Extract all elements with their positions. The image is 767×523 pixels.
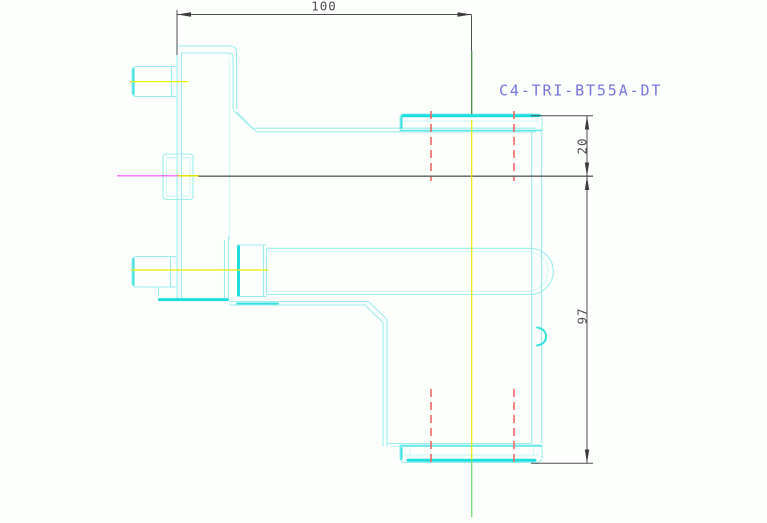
dimension-100: 100 [176,0,472,55]
arrowhead-right [457,12,472,17]
left-flange-plate [157,45,536,302]
dimension-20: 20 [531,115,593,177]
mounting-stud-bottom [131,255,177,288]
part-label: C4-TRI-BT55A-DT [499,82,662,100]
dim-100-text: 100 [311,0,337,14]
arrowhead-up [584,115,590,130]
dimension-97: 97 [531,176,593,464]
arm-shaft [237,244,554,298]
arrowhead-left [177,12,191,17]
dim-20-text: 20 [575,137,590,154]
arrowhead-up [584,176,590,190]
clamp-block [162,153,194,201]
centerlines [117,51,593,517]
arrowhead-down [584,162,590,177]
hidden-bore-lines [430,111,515,462]
spindle-body [229,113,548,464]
dim-97-text: 97 [575,307,590,324]
arrowhead-down [584,449,590,464]
